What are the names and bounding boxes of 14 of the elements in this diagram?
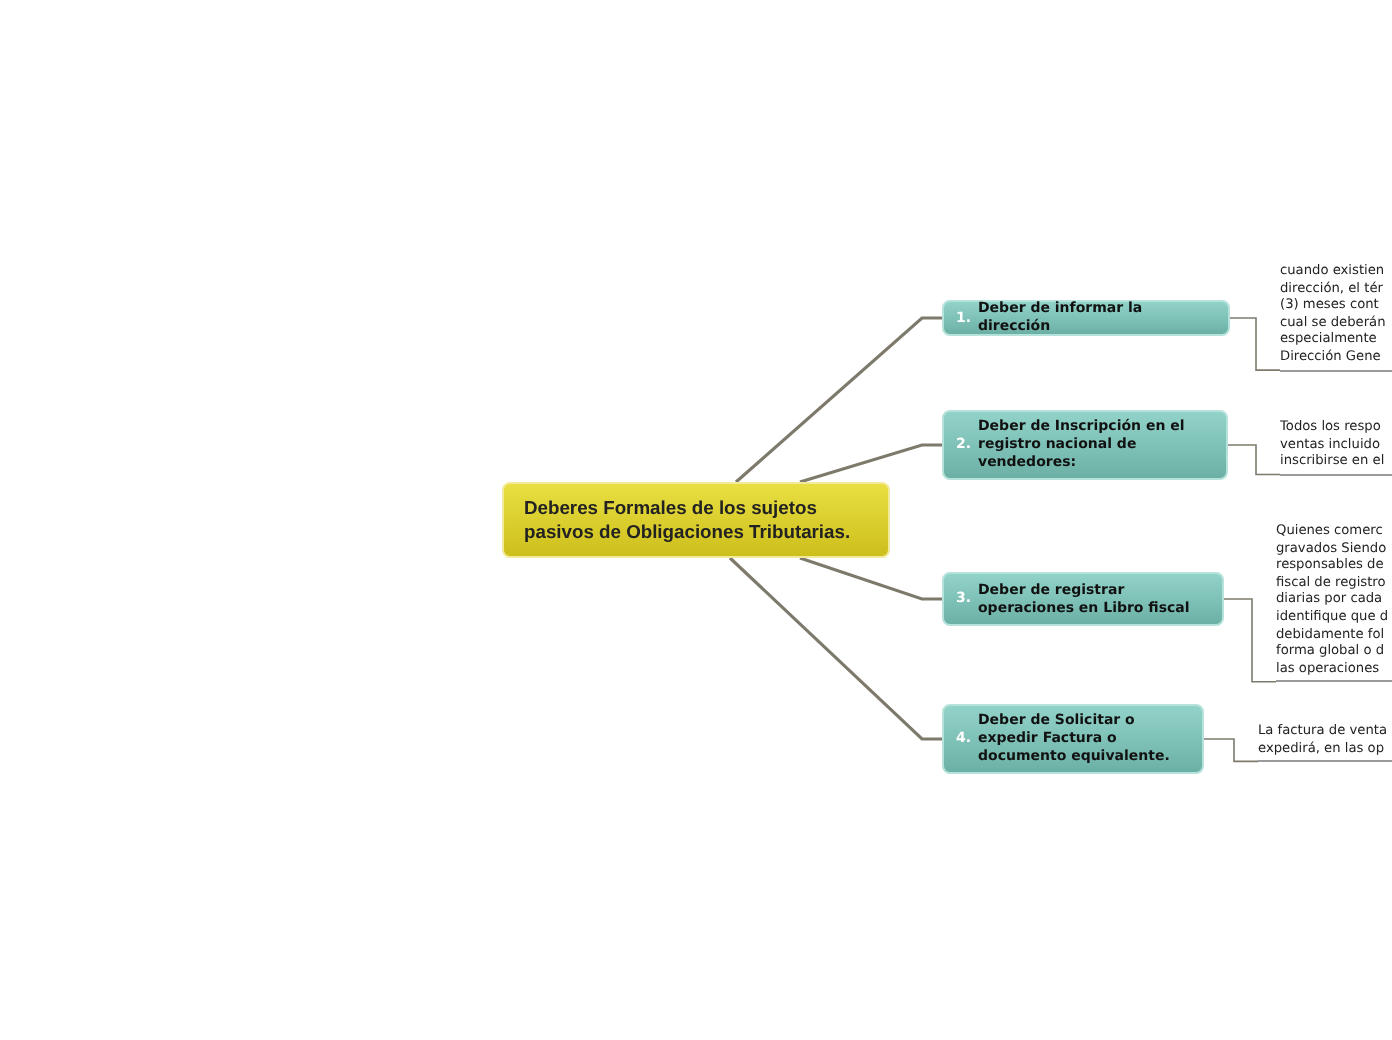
- connector-line: [1229, 317, 1281, 371]
- topic-label: Deberes Formales de los sujetos pasivos de Obligaciones Tributarias.: [524, 496, 853, 544]
- connector-line: [1223, 598, 1277, 683]
- connector-line: [734, 316, 942, 484]
- topic-box: [942, 704, 1204, 774]
- topic-box: [942, 572, 1224, 626]
- connector-line: [1203, 738, 1259, 763]
- connector-line: [799, 443, 942, 484]
- connector-line: [1227, 444, 1281, 476]
- connector-line: [728, 556, 942, 741]
- central-topic-box: [502, 482, 890, 558]
- topic-box: [942, 410, 1228, 480]
- topic-box: [942, 300, 1230, 336]
- connector-line: [799, 556, 942, 601]
